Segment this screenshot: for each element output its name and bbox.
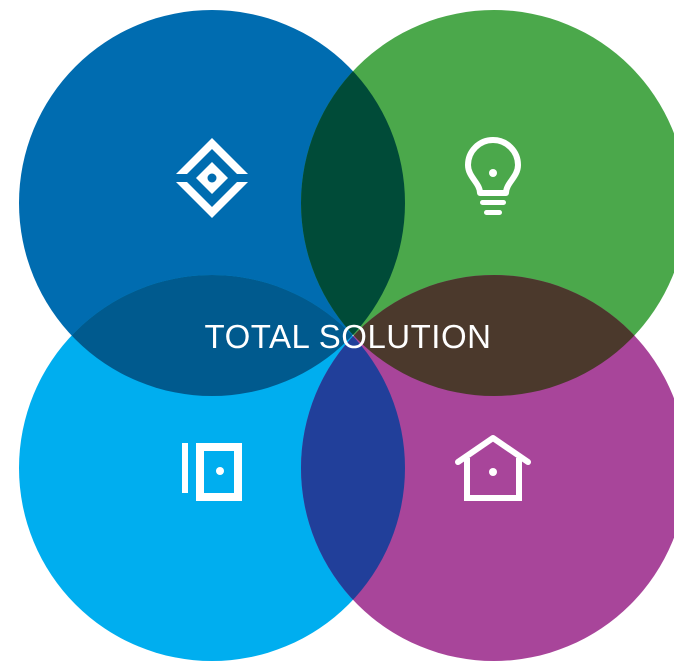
circle-bottom-left	[19, 275, 405, 661]
center-label: TOTAL SOLUTION	[205, 318, 492, 355]
diamond-target-icon	[176, 138, 248, 218]
circle-top-left	[19, 10, 405, 396]
lightbulb-icon	[465, 137, 521, 215]
house-icon	[455, 435, 531, 501]
door-icon	[182, 443, 242, 501]
